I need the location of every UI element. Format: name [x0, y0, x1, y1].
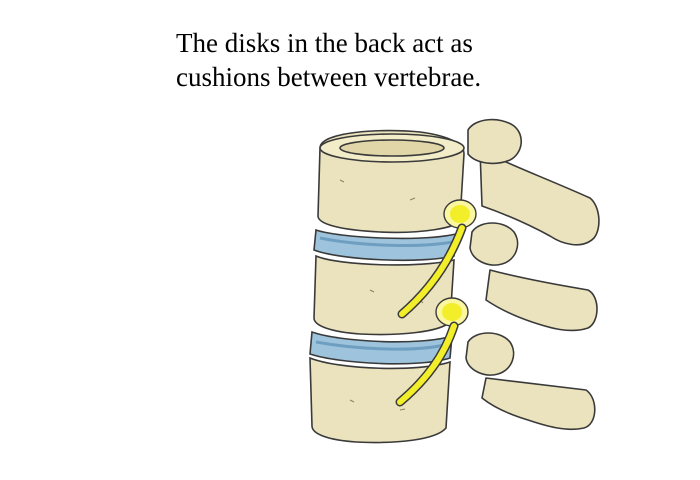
caption-line-2: cushions between vertebrae. [176, 62, 482, 92]
upper-body-top-inner [339, 139, 445, 157]
spine-illustration [300, 110, 610, 455]
caption-line-1: The disks in the back act as [176, 28, 473, 58]
upper-facet [467, 118, 522, 165]
middle-spinous-process [485, 269, 598, 332]
upper-spinous-process [479, 149, 600, 246]
middle-facet [469, 222, 519, 266]
caption-text: The disks in the back act as cushions be… [176, 26, 556, 94]
lower-facet [465, 332, 515, 376]
spine-vertebrae-icon [309, 118, 600, 444]
middle-vertebral-body [313, 254, 455, 336]
lower-vertebral-body [309, 356, 451, 444]
lower-spinous-process [481, 377, 596, 431]
